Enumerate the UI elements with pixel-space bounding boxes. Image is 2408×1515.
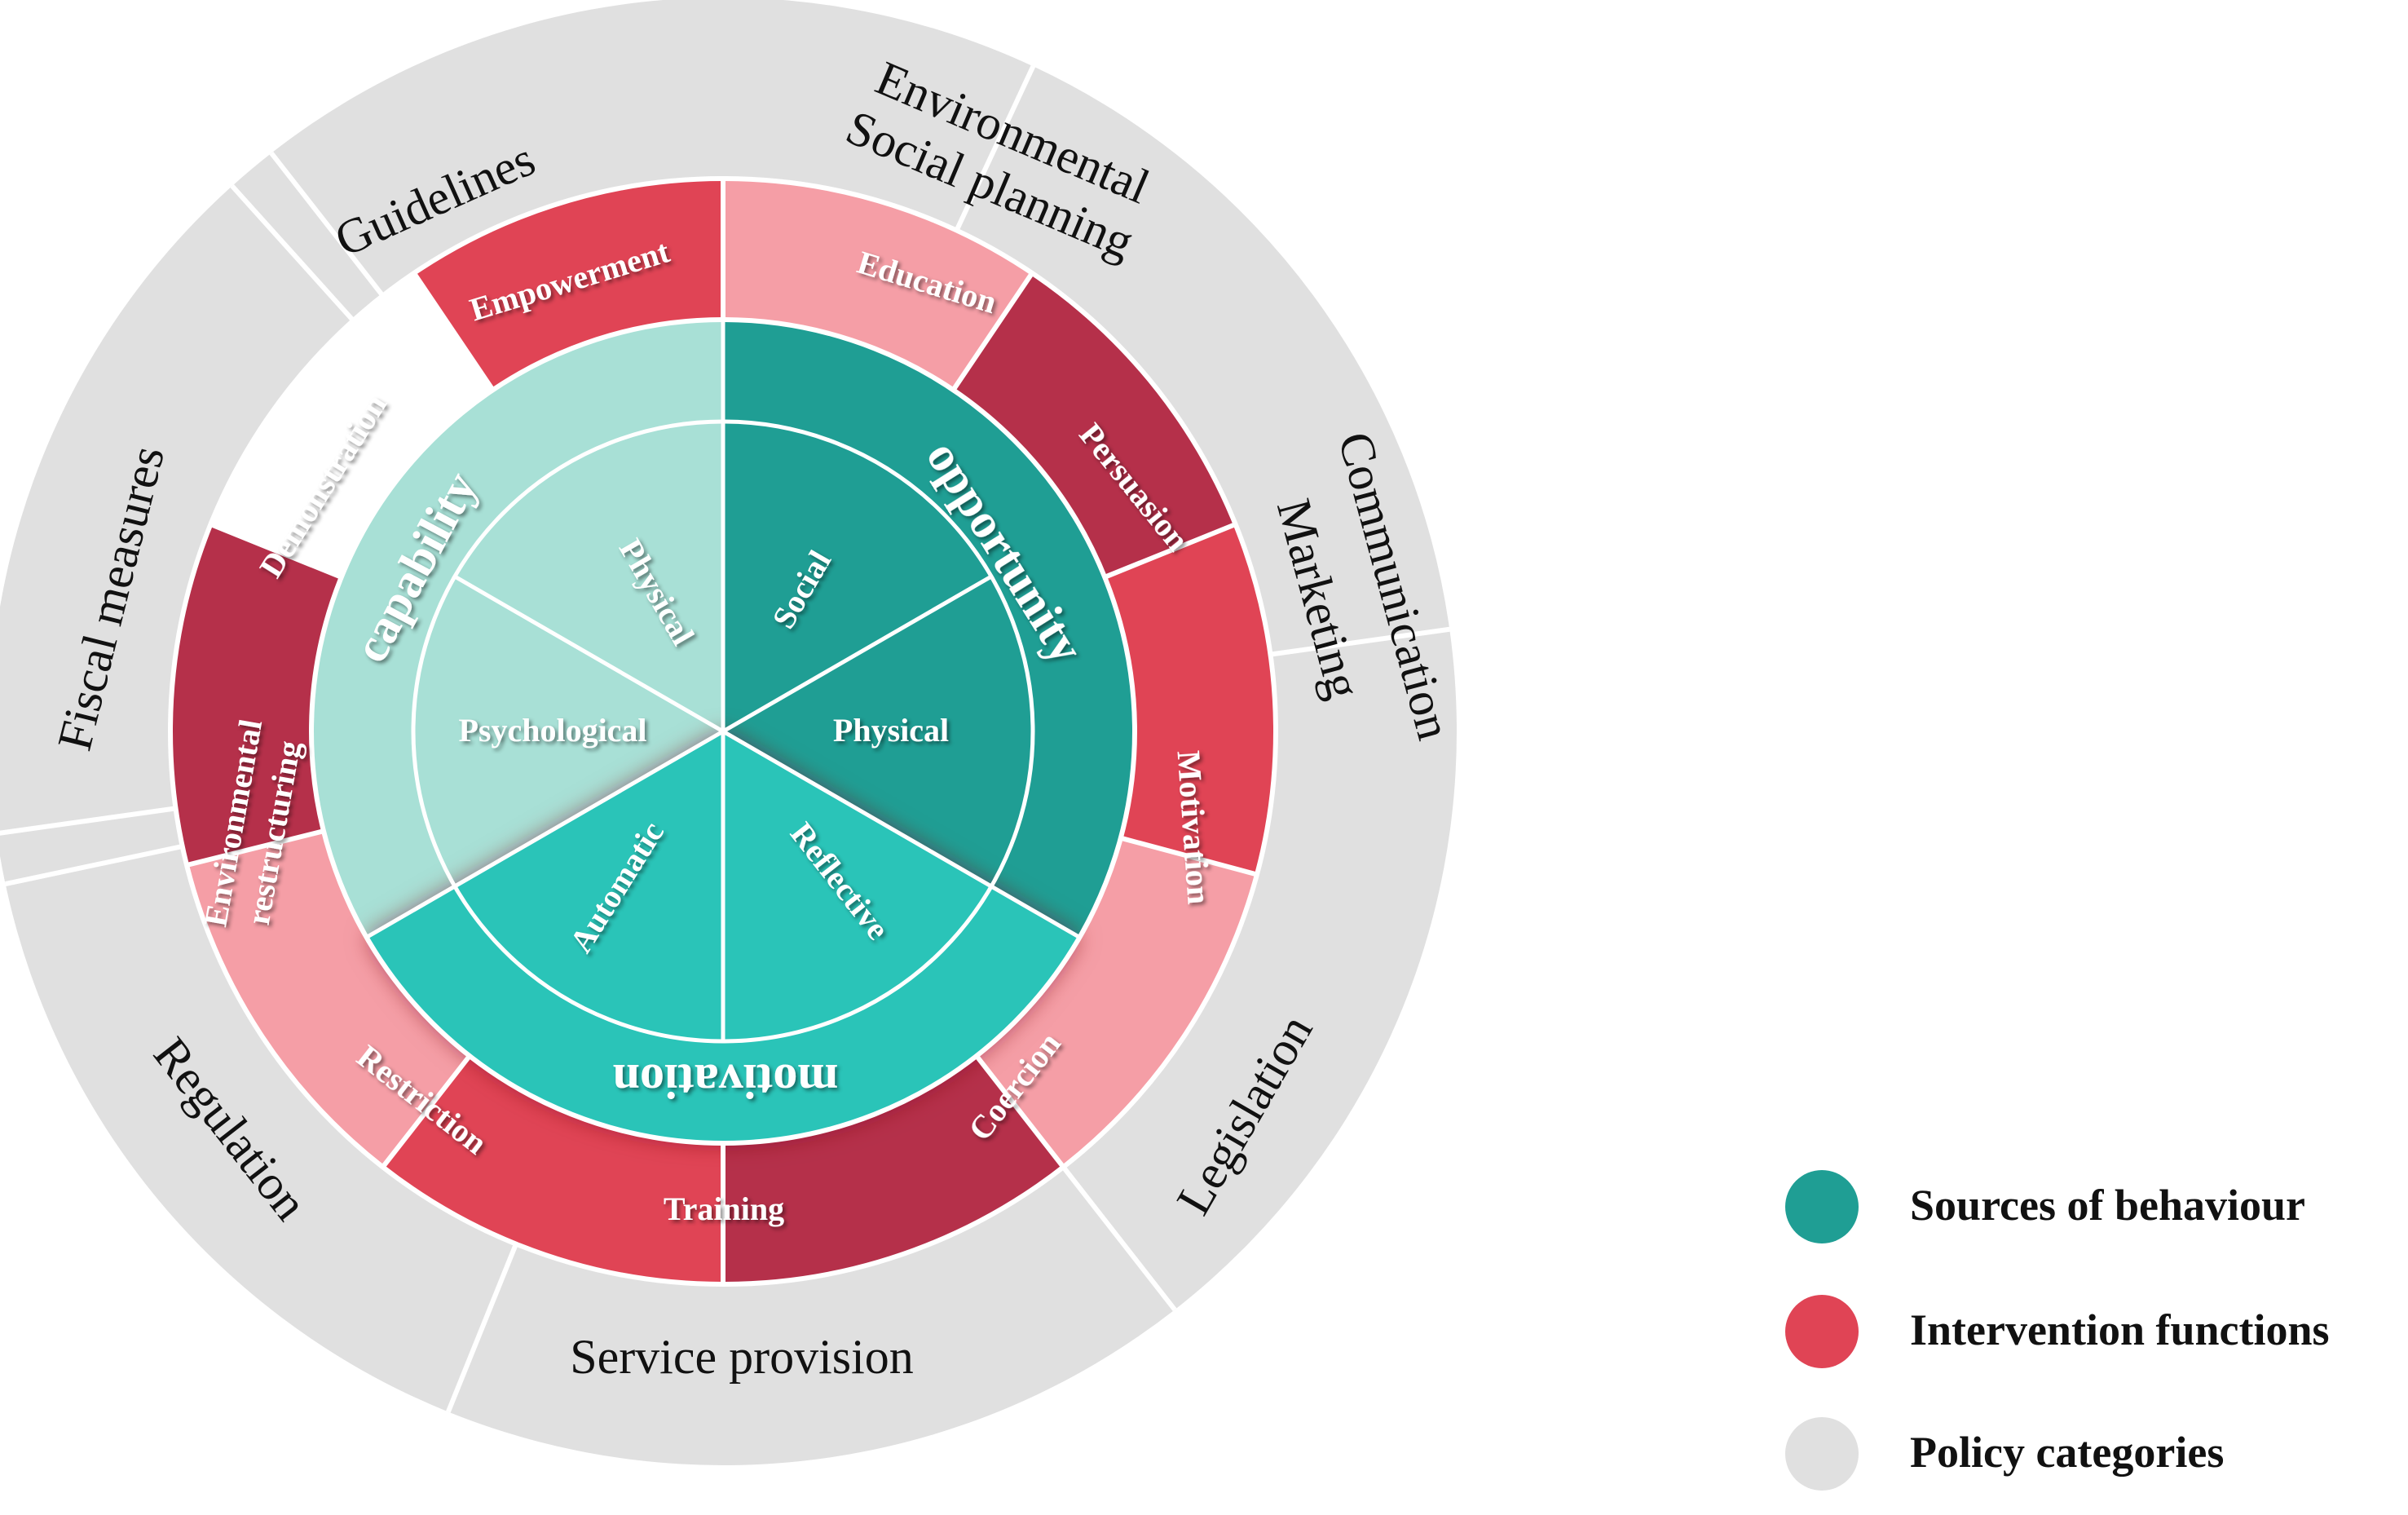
- intervention-inner-border: [309, 317, 1137, 1146]
- source-label-motivation: motivation: [613, 1054, 839, 1108]
- sector-dividers: [365, 320, 1081, 1041]
- divider-line: [453, 574, 725, 734]
- policy-segment-environmental-social-planning: [271, 0, 1034, 296]
- intervention-segment-motivation: [1105, 524, 1276, 875]
- policy-separator: [269, 151, 385, 298]
- legend-label-sources: Sources of behaviour: [1910, 1181, 2306, 1230]
- policy-separator: [1269, 626, 1450, 657]
- subsource-label-physical-opportunity: Physical: [833, 712, 949, 749]
- policy-segment-communication-marketing: [956, 66, 1450, 655]
- intervention-functions-ring: [170, 179, 1276, 1284]
- intervention-separator: [1104, 522, 1237, 580]
- ring-separators: [0, 65, 1450, 1413]
- policy-separator: [954, 65, 1036, 232]
- intervention-label-training: Training: [664, 1190, 784, 1227]
- divider-line: [721, 574, 993, 734]
- intervention-segment-demonstration: [170, 524, 342, 866]
- intervention-segment-persuasion: [953, 272, 1236, 577]
- source-sector-opportunity: [723, 320, 1135, 938]
- legend-label-interventions: Intervention functions: [1910, 1305, 2330, 1354]
- intervention-separator: [186, 828, 324, 868]
- policy-separator: [0, 806, 177, 836]
- policy-inner-border: [168, 176, 1278, 1287]
- policy-segment-legislation: [1063, 629, 1457, 1310]
- intervention-separator: [1120, 835, 1258, 877]
- intervention-separator: [381, 1054, 472, 1169]
- policy-separator: [1061, 1165, 1177, 1312]
- policy-categories-ring: [0, 0, 1457, 1466]
- policy-separator: [5, 844, 183, 887]
- sources-of-behaviour: [311, 320, 1135, 1143]
- policy-segment-regulation: [0, 808, 517, 1412]
- policy-separator: [446, 1243, 518, 1413]
- policy-separator: [230, 184, 355, 323]
- source-sector-capability: [311, 320, 723, 938]
- intervention-segment-restriction: [382, 1055, 723, 1284]
- divider-line: [365, 729, 725, 939]
- intervention-separator: [974, 1054, 1065, 1169]
- intervention-separator: [209, 522, 342, 580]
- legend-label-policy: Policy categories: [1910, 1428, 2225, 1477]
- policy-segment-service-provision: [448, 1167, 1175, 1466]
- policy-label-service-provision: Service provision: [570, 1330, 914, 1384]
- legend-item-policy: Policy categories: [1785, 1417, 2405, 1495]
- intervention-segment-coercion: [976, 837, 1257, 1168]
- legend-dot-sources: [1785, 1170, 1859, 1243]
- policy-segment-fiscal-measures: [0, 186, 354, 833]
- intervention-segment-environmental-restructuring: [187, 831, 470, 1168]
- legend-item-sources: Sources of behaviour: [1785, 1170, 2405, 1248]
- divider-line: [721, 729, 1081, 939]
- legend-item-interventions: Intervention functions: [1785, 1295, 2405, 1373]
- legend-dot-interventions: [1785, 1295, 1859, 1368]
- subsource-label-psychological: Psychological: [458, 712, 646, 749]
- intervention-separator: [950, 272, 1034, 392]
- intervention-segment-training: [723, 1055, 1064, 1284]
- intervention-separator: [412, 272, 496, 392]
- legend-dot-policy: [1785, 1417, 1859, 1491]
